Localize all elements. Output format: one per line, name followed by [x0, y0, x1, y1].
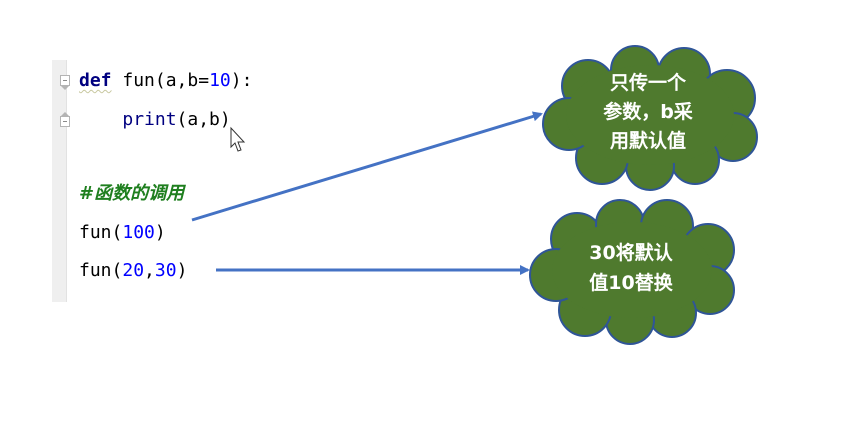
- function-name: fun: [111, 70, 155, 91]
- call-arg-1: 20: [122, 260, 145, 281]
- call-close: ): [154, 222, 166, 243]
- print-args: (a,b): [176, 109, 231, 130]
- call-sep: ,: [144, 260, 155, 281]
- callout-2-text: 30将默认 值10替换: [589, 242, 673, 294]
- code-line-call-1[interactable]: fun(100): [79, 221, 166, 245]
- call-open: (: [111, 222, 123, 243]
- code-fold-end-icon[interactable]: [60, 112, 70, 127]
- code-line-comment[interactable]: #函数的调用: [79, 182, 184, 206]
- call-arg-2: 30: [154, 260, 177, 281]
- code-line-call-2[interactable]: fun(20,30): [79, 259, 187, 283]
- mouse-pointer-icon: [230, 126, 246, 152]
- code-fold-icon[interactable]: [60, 75, 70, 90]
- call-arg: 100: [122, 222, 155, 243]
- code-line-def[interactable]: def fun(a,b=10):: [79, 69, 252, 93]
- code-line-print[interactable]: print(a,b): [79, 108, 231, 132]
- builtin-print: print: [122, 109, 177, 130]
- params-open: (a,b=: [154, 70, 210, 91]
- params-close: ):: [230, 70, 253, 91]
- keyword-def: def: [79, 70, 112, 91]
- callout-1-text: 只传一个 参数，b采 用默认值: [603, 72, 693, 152]
- default-value: 10: [209, 70, 231, 91]
- call-open: (: [111, 260, 123, 281]
- arrow-to-callout-1: [191, 111, 543, 222]
- call-close: ): [176, 260, 188, 281]
- call-name: fun: [79, 260, 112, 281]
- comment-text: #函数的调用: [79, 183, 185, 204]
- call-name: fun: [79, 222, 112, 243]
